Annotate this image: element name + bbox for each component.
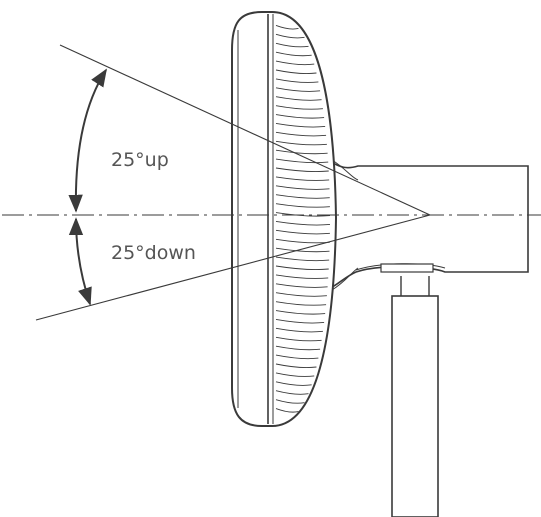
guard-rib xyxy=(275,105,323,110)
guard-rib xyxy=(275,221,331,226)
guard-rib xyxy=(275,194,330,199)
guard-rib xyxy=(275,283,328,288)
guard-rib xyxy=(275,265,329,271)
guard-rib xyxy=(275,327,323,333)
guard-rib xyxy=(275,185,330,190)
guard-rib xyxy=(275,123,326,128)
fan-guard xyxy=(231,11,338,427)
guard-rib xyxy=(275,158,329,164)
guard-rib xyxy=(275,247,330,253)
guard-rib xyxy=(275,408,299,413)
guard-rib xyxy=(275,131,327,137)
guard-rib xyxy=(275,114,325,119)
guard-grill-ribs xyxy=(275,25,331,413)
upper-tilt-line xyxy=(59,44,431,216)
stand-pole xyxy=(391,276,439,517)
lower-tilt-line xyxy=(35,214,431,321)
guard-rib xyxy=(275,42,309,48)
guard-rib xyxy=(275,372,315,377)
guard-rib xyxy=(275,310,326,315)
guard-rib xyxy=(275,301,327,306)
up-angle-arrow xyxy=(68,68,107,213)
guard-rib xyxy=(275,167,329,173)
guard-rib xyxy=(275,33,305,39)
guard-rib xyxy=(275,345,321,351)
motor-housing xyxy=(317,157,529,293)
up-angle-label: 25°up xyxy=(111,149,169,171)
down-angle-arrow xyxy=(68,217,92,306)
guard-rib xyxy=(275,381,312,386)
guard-rib xyxy=(275,176,330,181)
guard-rib xyxy=(275,399,305,404)
guard-rib xyxy=(275,212,331,217)
guard-rib xyxy=(275,51,312,57)
guard-rib xyxy=(275,69,317,75)
guard-rib xyxy=(275,354,319,360)
guard-rib xyxy=(275,96,322,101)
guard-rib xyxy=(275,256,330,262)
guard-rib xyxy=(275,87,321,92)
guard-rib xyxy=(275,140,327,146)
guard-rib xyxy=(275,363,317,369)
guard-rib xyxy=(275,60,315,66)
guard-rib xyxy=(275,390,309,395)
down-angle-label: 25°down xyxy=(111,242,196,264)
guard-rib xyxy=(275,229,330,235)
guard-rib xyxy=(275,336,322,342)
guard-rib xyxy=(275,274,329,279)
guard-rib xyxy=(275,78,319,83)
guard-rib xyxy=(275,25,299,30)
guard-rib xyxy=(275,149,328,155)
guard-rib xyxy=(275,203,330,208)
guard-rib xyxy=(275,292,327,297)
guard-rib xyxy=(275,319,325,324)
tilt-lines xyxy=(2,44,541,321)
